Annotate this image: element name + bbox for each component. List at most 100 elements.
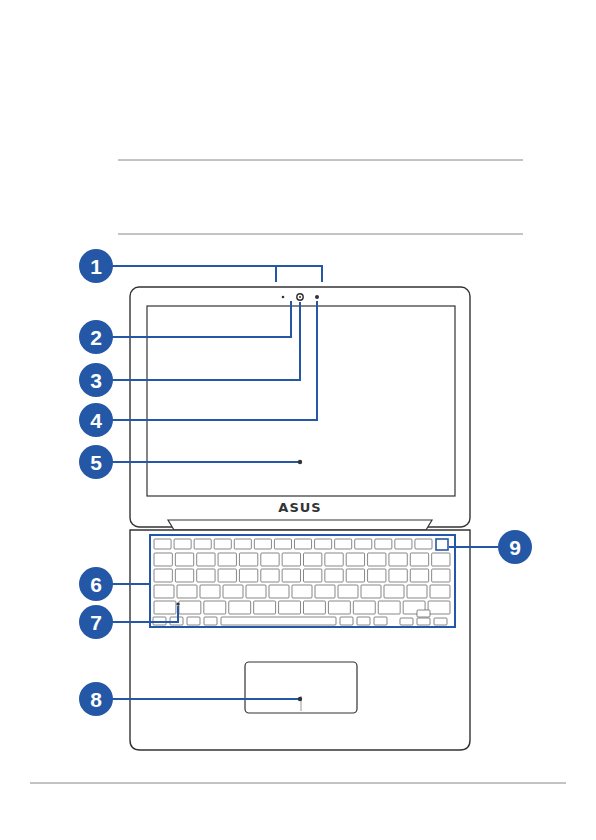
keyboard-outline (150, 535, 455, 627)
key (432, 569, 450, 582)
keyboard-keys (153, 539, 450, 625)
key (282, 553, 300, 566)
power-key-highlight (436, 539, 448, 550)
key (325, 569, 343, 582)
key (400, 618, 413, 625)
key (174, 539, 191, 549)
key (261, 553, 279, 566)
key (200, 585, 220, 598)
key (375, 539, 392, 549)
key (415, 539, 432, 549)
key (234, 539, 251, 549)
key (154, 569, 172, 582)
key (328, 601, 350, 614)
key (218, 569, 236, 582)
key (338, 585, 358, 598)
key (315, 585, 335, 598)
key (355, 539, 372, 549)
key (204, 601, 226, 614)
key (282, 569, 300, 582)
key (154, 601, 176, 614)
leader-lines (110, 266, 498, 699)
key (407, 585, 427, 598)
mic-dot (282, 296, 285, 299)
note-rules (118, 160, 523, 234)
callout-number: 2 (90, 327, 102, 348)
key (154, 539, 171, 549)
callout-number: 9 (509, 537, 521, 558)
key (246, 585, 266, 598)
callout-number: 5 (90, 452, 102, 473)
touchpad-dot (298, 697, 302, 701)
key (292, 585, 312, 598)
key (177, 585, 197, 598)
key (378, 601, 400, 614)
key (346, 553, 364, 566)
callout-disc (79, 403, 113, 437)
key (214, 539, 231, 549)
key (223, 585, 243, 598)
key (432, 553, 450, 566)
key (304, 553, 322, 566)
key (274, 539, 291, 549)
key (197, 553, 215, 566)
callout-disc (498, 530, 532, 564)
key (357, 617, 370, 625)
key (374, 617, 387, 625)
key (384, 585, 404, 598)
key (417, 610, 430, 617)
key (315, 539, 332, 549)
callout-number: 8 (90, 689, 102, 710)
key (204, 617, 217, 625)
callout-number: 7 (90, 612, 102, 633)
callout-discs (79, 249, 532, 716)
camera (297, 294, 303, 300)
capslock-led (176, 602, 179, 605)
camera-indicator (315, 295, 319, 299)
key (179, 601, 201, 614)
base (130, 530, 470, 750)
callout-disc (79, 445, 113, 479)
key (154, 585, 174, 598)
key (269, 585, 289, 598)
key (368, 569, 386, 582)
callout-disc (79, 363, 113, 397)
key (279, 601, 301, 614)
key (304, 601, 326, 614)
callout-disc (79, 682, 113, 716)
key (221, 617, 336, 625)
key (346, 569, 364, 582)
key (395, 539, 412, 549)
key (410, 569, 428, 582)
key (335, 539, 352, 549)
key (389, 553, 407, 566)
key (428, 601, 450, 614)
key (410, 553, 428, 566)
brand-logo: ASUS (278, 501, 321, 514)
key (417, 618, 430, 625)
key (434, 618, 447, 625)
key (295, 539, 312, 549)
callout-number: 6 (90, 574, 102, 595)
hinge (168, 520, 432, 530)
key (239, 553, 257, 566)
callout-disc (79, 567, 113, 601)
footer-rule (30, 783, 566, 784)
callout-disc (79, 320, 113, 354)
key (175, 569, 193, 582)
key (389, 569, 407, 582)
key (353, 601, 375, 614)
key (368, 553, 386, 566)
key (430, 585, 450, 598)
camera-lens (299, 296, 301, 298)
key (361, 585, 381, 598)
key (197, 569, 215, 582)
key (304, 569, 322, 582)
key (187, 617, 200, 625)
key (175, 553, 193, 566)
callout-number: 4 (90, 410, 102, 431)
key (340, 617, 353, 625)
key (254, 539, 271, 549)
key (154, 553, 172, 566)
